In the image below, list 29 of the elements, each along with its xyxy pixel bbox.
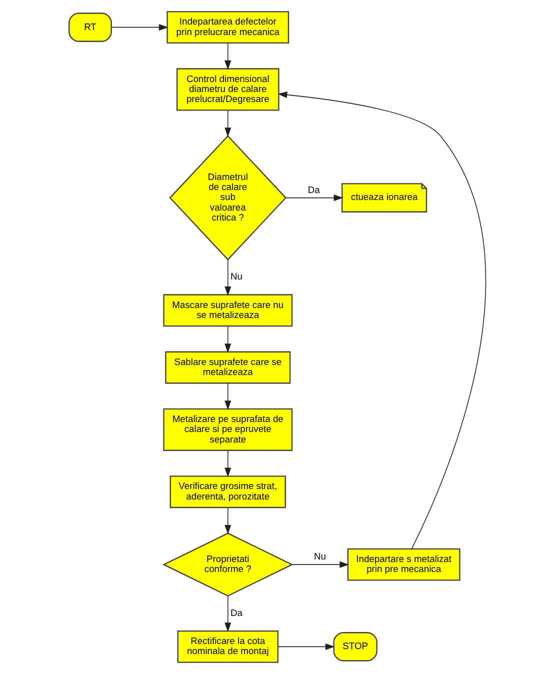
edge-label: Da bbox=[230, 608, 242, 618]
node-box: Control dimensional diametru de calare prelucrat/Degresare bbox=[176, 68, 279, 111]
arrow bbox=[291, 561, 349, 568]
node-box: Mascare suprafete care nu se metalizeaza bbox=[162, 294, 292, 327]
node-box: Metalizare pe suprafata de calare si pe epruvete separate bbox=[162, 408, 292, 451]
arrow bbox=[277, 643, 334, 650]
arrow bbox=[110, 24, 168, 31]
arrow bbox=[224, 450, 231, 478]
edge-label: Da bbox=[307, 184, 320, 195]
node-diamond: Proprietati conforme ? bbox=[162, 532, 293, 596]
arrow bbox=[224, 110, 231, 137]
node-box: STOP bbox=[332, 632, 377, 662]
arrow bbox=[224, 382, 231, 410]
node-box: Indepartarea defectelor prin prelucrare mecanica bbox=[166, 11, 289, 44]
arrow bbox=[224, 596, 231, 632]
node-box: Rectificare la cota nominala de montaj bbox=[176, 630, 278, 663]
arrow bbox=[285, 194, 343, 202]
arrow bbox=[277, 92, 486, 550]
arrow bbox=[224, 326, 231, 353]
arrow bbox=[224, 507, 231, 534]
edge-label: Nu bbox=[230, 272, 242, 282]
node-diamond: Diametrul de calare sub valoarea critica ? bbox=[168, 135, 286, 260]
node-box: Sablare suprafete care se metalizeaza bbox=[164, 351, 290, 384]
node-box: Verificare grosime strat, aderenta, porozitate bbox=[169, 476, 286, 508]
arrow bbox=[224, 42, 231, 70]
node-box: RT bbox=[68, 12, 112, 42]
edge-label: Nu bbox=[313, 552, 326, 562]
arrow bbox=[224, 259, 231, 296]
node-box: Indepartare s metalizat prin pre mecanica bbox=[346, 548, 460, 581]
